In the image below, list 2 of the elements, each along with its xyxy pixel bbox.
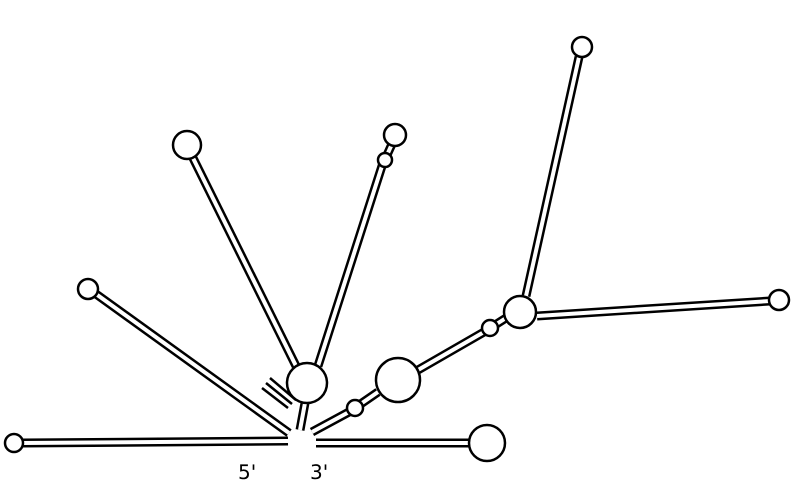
end-label: 3' — [310, 462, 328, 482]
end-label: 5' — [238, 462, 256, 482]
